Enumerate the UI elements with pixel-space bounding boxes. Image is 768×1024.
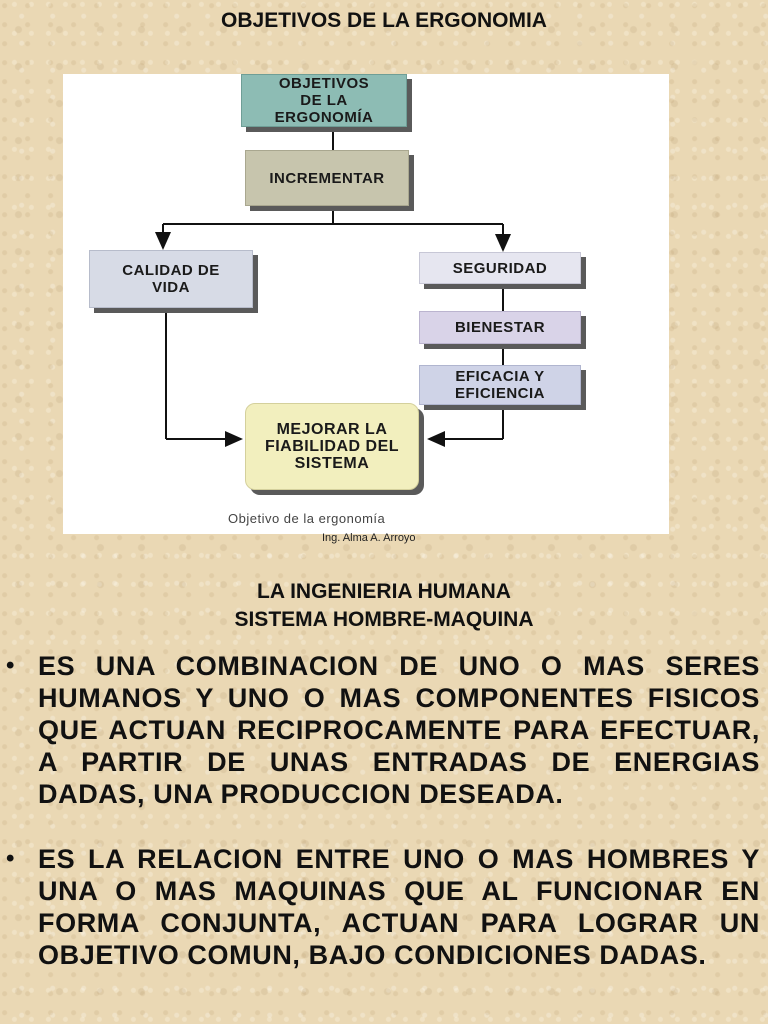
incrementar-box: INCREMENTAR — [245, 150, 409, 206]
mejorar-fiabilidad-box: MEJORAR LA FIABILIDAD DEL SISTEMA — [245, 403, 419, 490]
section-heading: LA INGENIERIA HUMANA SISTEMA HOMBRE-MAQU… — [0, 578, 768, 634]
definition-list: • ES UNA COMBINACION DE UNO O MAS SERES … — [6, 650, 760, 971]
list-item: • ES LA RELACION ENTRE UNO O MAS HOMBRES… — [6, 843, 760, 971]
bullet-marker: • — [6, 845, 15, 872]
list-item-text: ES LA RELACION ENTRE UNO O MAS HOMBRES Y… — [38, 844, 760, 970]
bullet-marker: • — [6, 652, 15, 679]
diagram-connectors — [155, 128, 511, 447]
seguridad-box: SEGURIDAD — [419, 252, 581, 284]
author-credit: Ing. Alma A. Arroyo — [322, 532, 416, 544]
section-heading-line2: SISTEMA HOMBRE-MAQUINA — [234, 608, 534, 631]
list-item-text: ES UNA COMBINACION DE UNO O MAS SERES HU… — [38, 651, 760, 809]
page-title: OBJETIVOS DE LA ERGONOMIA — [221, 9, 547, 32]
objetivos-box: OBJETIVOS DE LA ERGONOMÍA — [241, 74, 407, 127]
ergonomics-objectives-diagram: OBJETIVOS DE LA ERGONOMÍA INCREMENTAR CA… — [63, 74, 669, 534]
list-item: • ES UNA COMBINACION DE UNO O MAS SERES … — [6, 650, 760, 810]
section-heading-line1: LA INGENIERIA HUMANA — [257, 580, 511, 603]
eficacia-box: EFICACIA Y EFICIENCIA — [419, 365, 581, 405]
bienestar-box: BIENESTAR — [419, 311, 581, 344]
calidad-de-vida-box: CALIDAD DE VIDA — [89, 250, 253, 308]
diagram-caption: Objetivo de la ergonomía — [228, 511, 386, 526]
